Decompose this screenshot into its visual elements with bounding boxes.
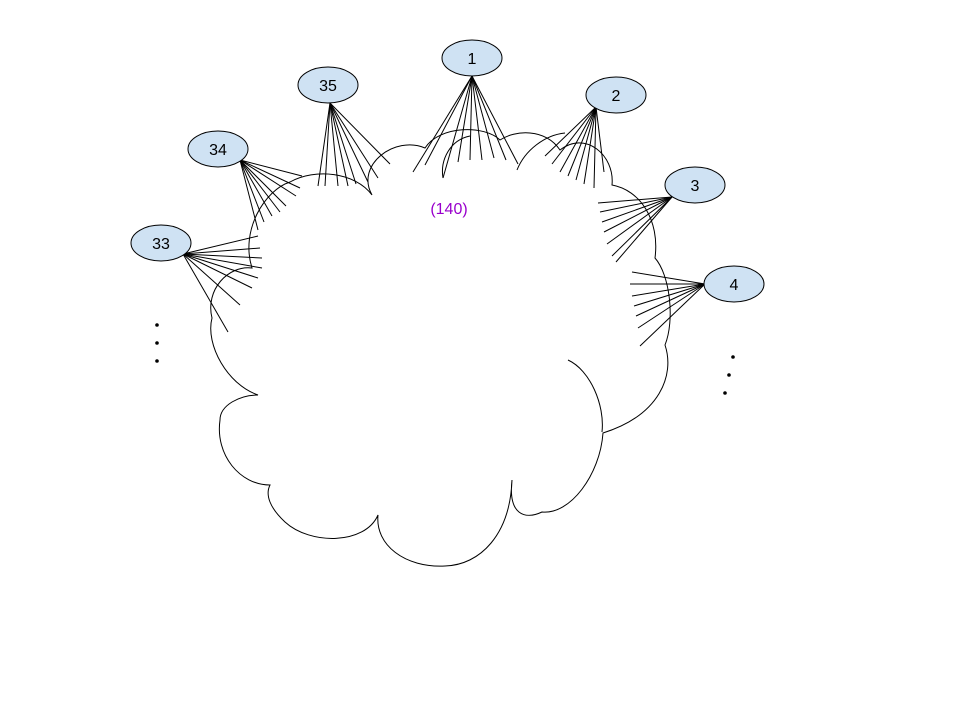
spoke-node-34-2 [239,159,301,189]
node-2: 2 [585,76,647,114]
left-ellipsis-dot-2 [155,341,159,345]
spoke-node-1-5 [469,75,473,161]
spoke-node-35-2 [324,102,331,187]
node-3-label: 3 [691,178,700,195]
left-ellipsis [155,323,159,363]
spoke-node-2-1 [544,106,597,157]
node-4: 4 [703,265,765,303]
spoke-node-33-8 [182,253,229,333]
spoke-node-2-8 [595,106,605,173]
spoke-node-34-6 [239,159,273,217]
spoke-node-1-7 [471,75,495,159]
node-33-ellipse [130,224,192,262]
right-ellipsis-dot-1 [731,355,735,359]
node-1-label: 1 [468,51,477,68]
node-4-label: 4 [730,277,739,294]
spoke-node-4-3 [631,283,706,297]
spoke-node-35-6 [329,102,369,183]
spoke-node-34-1 [239,159,303,177]
spoke-node-34-7 [239,159,265,223]
spoke-node-34-3 [239,159,297,197]
spoke-node-3-3 [601,196,673,223]
right-ellipsis-dot-2 [727,373,731,377]
spoke-node-34-5 [239,159,281,213]
spoke-node-35-8 [329,102,391,165]
spoke-node-1-6 [471,75,483,161]
cloud-lobe-arc-3 [516,132,566,171]
spoke-node-2-5 [575,106,597,181]
spoke-node-34-4 [239,159,287,207]
node-2-ellipse [585,76,647,114]
spoke-node-4-5 [635,283,706,317]
spoke-node-1-2 [424,75,473,166]
cloud-lobe-arc-2 [441,135,471,179]
node-34-label: 34 [209,142,227,159]
right-ellipsis-dot-3 [723,391,727,395]
spoke-node-3-5 [606,196,673,245]
spoke-node-33-3 [182,253,263,259]
spoke-node-2-4 [567,106,597,177]
node-1-ellipse [441,39,503,77]
spoke-node-2-7 [593,106,597,189]
spoke-node-3-6 [611,196,673,257]
spoke-node-33-4 [182,253,263,269]
spoke-node-33-5 [182,253,259,279]
spoke-node-2-2 [551,106,597,165]
spoke-node-35-3 [329,102,339,187]
node-34-ellipse [187,130,249,168]
spoke-node-3-2 [599,196,673,213]
node-35: 35 [297,66,359,104]
spoke-node-3-4 [603,196,673,233]
spoke-node-4-1 [631,271,706,285]
left-ellipsis-dot-3 [155,359,159,363]
spoke-node-33-7 [182,253,241,306]
node-4-ellipse [703,265,765,303]
spoke-lines [182,75,706,347]
spoke-node-1-8 [471,75,507,161]
node-1: 1 [441,39,503,77]
cloud-lobe-arc-1 [567,359,603,433]
spoke-node-33-2 [182,247,261,255]
spoke-node-4-7 [639,283,706,347]
spoke-node-35-1 [317,102,331,187]
node-3-ellipse [664,166,726,204]
right-ellipsis [723,355,735,395]
spoke-node-2-3 [559,106,597,173]
node-33-label: 33 [152,236,170,253]
node-2-label: 2 [612,88,621,105]
spoke-node-1-1 [412,75,473,173]
spoke-node-1-9 [471,75,519,165]
cloud-shape [210,129,671,567]
spoke-node-4-4 [633,283,706,307]
spoke-node-35-4 [329,102,349,187]
node-33: 33 [130,224,192,262]
spoke-node-3-1 [597,196,673,204]
node-35-label: 35 [319,78,337,95]
node-3: 3 [664,166,726,204]
spoke-node-33-1 [182,235,259,255]
node-34: 34 [187,130,249,168]
spoke-node-34-8 [239,159,259,231]
center-count-label: (140) [430,201,467,218]
spoke-node-4-6 [637,283,706,329]
left-ellipsis-dot-1 [155,323,159,327]
spoke-node-3-7 [615,196,673,263]
spoke-node-33-6 [182,253,253,289]
spoke-node-2-6 [583,106,597,185]
spoke-node-35-5 [329,102,357,185]
spoke-node-35-7 [329,102,379,179]
spoke-node-1-3 [442,75,473,179]
spoke-node-1-4 [457,75,473,163]
node-35-ellipse [297,66,359,104]
